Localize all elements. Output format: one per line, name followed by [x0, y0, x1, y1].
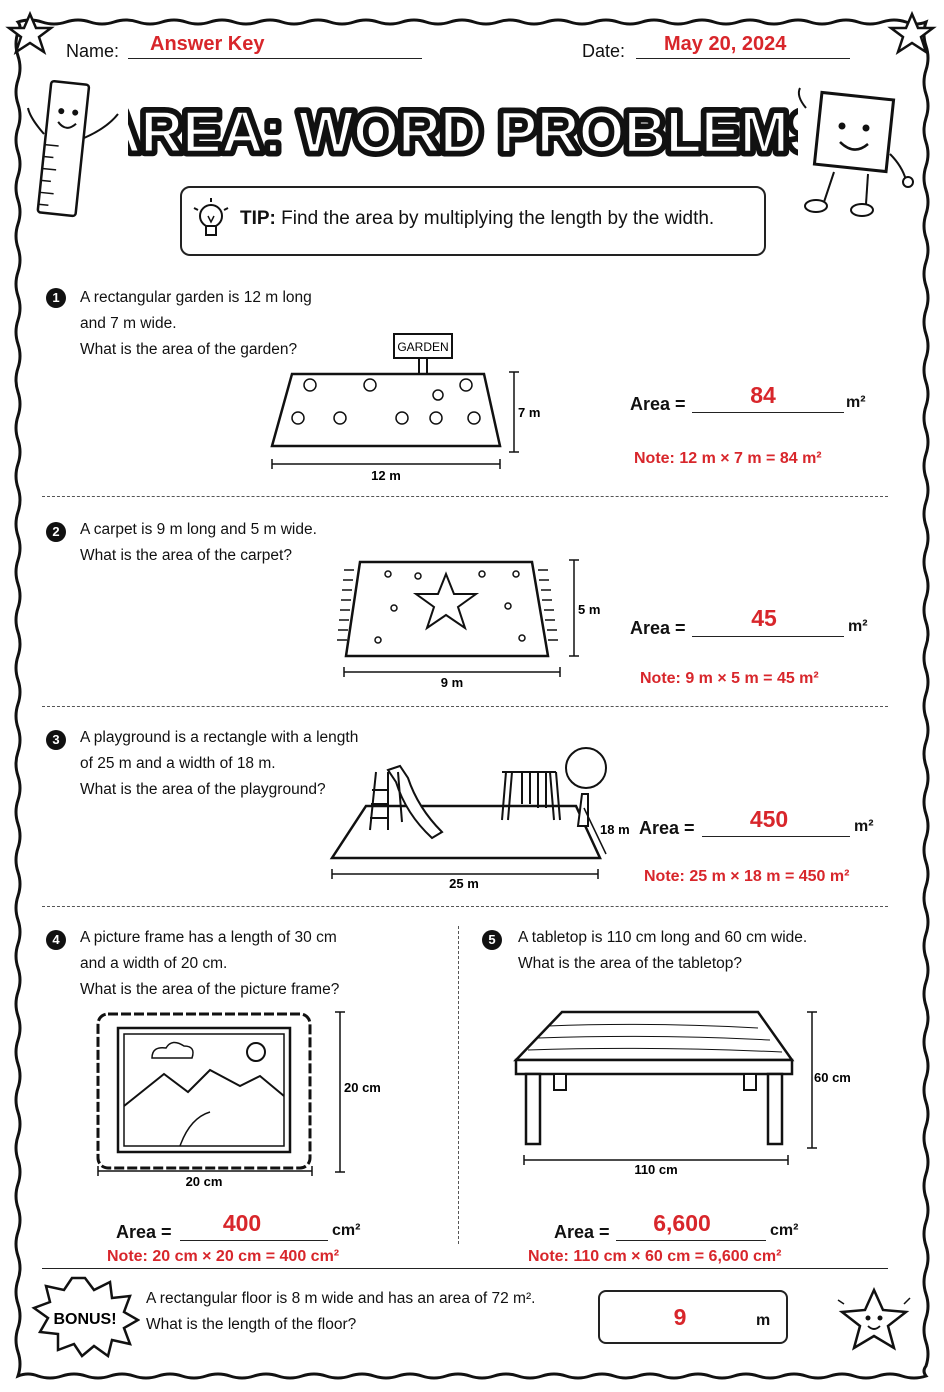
problem-2-text: A carpet is 9 m long and 5 m wide.What i… [80, 521, 317, 564]
bonus-unit: m [756, 1312, 771, 1329]
problem-number: 1 [46, 288, 66, 308]
name-label: Name: [66, 41, 120, 61]
answer-3[interactable]: 450 [749, 806, 789, 832]
answer-2[interactable]: 45 [751, 605, 777, 631]
problem-number: 3 [46, 730, 66, 750]
note-1: Note: 12 m × 7 m = 84 m² [634, 450, 822, 467]
tabletop-illustration: 60 cm 110 cm [513, 1010, 851, 1177]
tip-box [180, 186, 766, 256]
tip-text: TIP: Find the area by multiplying the le… [240, 208, 714, 230]
note-4: Note: 20 cm × 20 cm = 400 cm² [107, 1248, 340, 1265]
answer-line [702, 836, 850, 837]
unit-5: cm² [770, 1222, 799, 1239]
problem-number: 2 [46, 522, 66, 542]
problem-5-text: A tabletop is 110 cm long and 60 cm wide… [518, 929, 808, 972]
dim-width-label: 25 m [449, 876, 479, 891]
unit-1: m² [846, 394, 866, 411]
lightbulb-icon [193, 198, 229, 236]
unit-4: cm² [332, 1222, 361, 1239]
dim-height-label: 60 cm [814, 1070, 851, 1085]
area-label: Area = [116, 1222, 172, 1242]
problem-number: 4 [46, 930, 66, 950]
dim-width-label: 12 m [371, 468, 401, 483]
dim-height-label: 18 m [600, 822, 630, 837]
name-line [128, 58, 422, 59]
note-3: Note: 25 m × 18 m = 450 m² [644, 868, 850, 885]
area-label: Area = [630, 618, 686, 638]
answer-line [692, 412, 844, 413]
bonus-badge-text: BONUS! [53, 1311, 116, 1328]
date-line [636, 58, 850, 59]
unit-3: m² [854, 818, 874, 835]
page-title: AREA: WORD PROBLEMS [128, 100, 798, 165]
title-banner: AREA: WORD PROBLEMS AREA: WORD PROBLEMS [128, 96, 798, 170]
area-label: Area = [630, 394, 686, 414]
carpet-illustration: 5 m 9 m [337, 559, 600, 690]
answer-line [616, 1240, 766, 1241]
dim-width-label: 9 m [441, 675, 463, 690]
star-mascot-icon [837, 1286, 911, 1351]
vertical-divider [458, 926, 459, 1244]
note-5: Note: 110 cm × 60 cm = 6,600 cm² [528, 1248, 782, 1265]
star-icon [5, 10, 55, 55]
problem-number: 5 [482, 930, 502, 950]
dim-width-label: 110 cm [634, 1162, 677, 1177]
name-value[interactable]: Answer Key [150, 33, 265, 55]
answer-5[interactable]: 6,600 [653, 1210, 711, 1236]
bonus-burst-icon: BONUS! [31, 1276, 140, 1358]
date-value[interactable]: May 20, 2024 [664, 33, 787, 55]
star-icon [887, 10, 937, 55]
answer-4[interactable]: 400 [222, 1210, 262, 1236]
garden-illustration: GARDEN 7 m 12 m [270, 333, 540, 483]
area-label: Area = [554, 1222, 610, 1242]
area-label: Area = [639, 818, 695, 838]
note-2: Note: 9 m × 5 m = 45 m² [640, 670, 819, 687]
answer-line [180, 1240, 328, 1241]
bonus-answer-box[interactable] [598, 1290, 788, 1344]
tip-body: Find the area by multiplying the length … [281, 208, 715, 229]
picture-frame-illustration: 20 cm 20 cm [96, 1011, 381, 1189]
tip-label: TIP: [240, 208, 276, 229]
ruler-mascot-icon [27, 79, 119, 218]
dim-height-label: 7 m [518, 405, 540, 420]
divider [42, 706, 888, 707]
unit-2: m² [848, 618, 868, 635]
bonus-text: A rectangular floor is 8 m wide and has … [146, 1290, 536, 1333]
star-icon [412, 571, 480, 631]
answer-1[interactable]: 84 [750, 382, 776, 408]
square-mascot-icon [797, 87, 914, 217]
date-label: Date: [582, 41, 626, 61]
answer-line [692, 636, 844, 637]
dim-height-label: 5 m [578, 602, 600, 617]
problem-3-text: A playground is a rectangle with a lengt… [80, 729, 359, 798]
divider [42, 496, 888, 497]
divider [42, 906, 888, 907]
svg-text:AREA: WORD PROBLEMS: AREA: WORD PROBLEMS [128, 100, 798, 165]
bonus-answer[interactable]: 9 [673, 1304, 687, 1330]
playground-illustration: 18 m 25 m [329, 747, 630, 891]
dim-width-label: 20 cm [186, 1174, 223, 1189]
dim-height-label: 20 cm [344, 1080, 381, 1095]
divider [42, 1268, 888, 1269]
garden-sign-text: GARDEN [397, 340, 448, 354]
